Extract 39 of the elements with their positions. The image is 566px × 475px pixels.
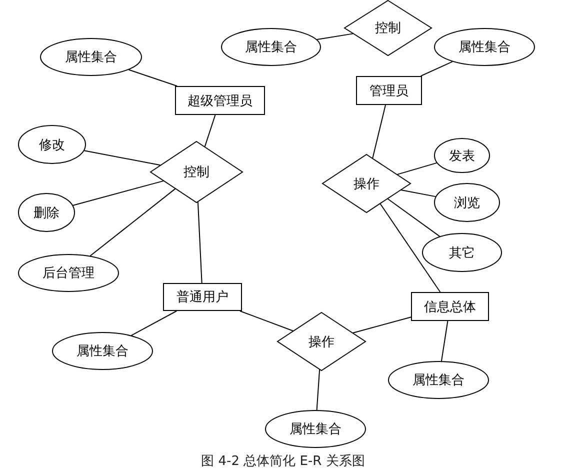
relationship-name: 控制 <box>375 20 401 37</box>
attribute-name: 属性集合 <box>245 39 297 56</box>
entity-name: 普通用户 <box>176 288 228 306</box>
connector-line <box>400 190 436 198</box>
attribute-name: 修改 <box>39 136 65 154</box>
connector-line <box>128 69 178 86</box>
relationship-name: 操作 <box>308 334 334 350</box>
connector-line <box>316 33 354 40</box>
connector-line <box>380 203 441 292</box>
entity-name: 超级管理员 <box>188 92 252 110</box>
entity-name: 信息总体 <box>424 298 476 316</box>
attribute-name: 浏览 <box>454 194 480 212</box>
attribute-name: 后台管理 <box>42 265 94 282</box>
connector-line <box>440 320 448 362</box>
connector-line <box>239 310 294 332</box>
connector-line <box>387 198 440 237</box>
attribute-name: 属性集合 <box>290 421 342 438</box>
attribute-name: 属性集合 <box>412 372 464 389</box>
connector-line <box>396 162 438 175</box>
attribute-name: 发表 <box>449 148 475 164</box>
attribute-name: 属性集合 <box>76 343 128 360</box>
connector-line <box>130 310 178 336</box>
connector-line <box>72 180 164 206</box>
relationship-name: 控制 <box>184 164 210 181</box>
attribute-name: 删除 <box>34 204 60 222</box>
connector-line <box>84 150 161 166</box>
attribute-name: 属性集合 <box>458 39 510 56</box>
connector-line <box>420 61 453 76</box>
attribute-name: 其它 <box>449 244 475 262</box>
connector-line <box>372 104 386 159</box>
connector-line <box>197 202 202 284</box>
attribute-name: 属性集合 <box>65 49 117 66</box>
connector-line <box>204 114 216 148</box>
connector-line <box>316 369 320 410</box>
connector-line <box>352 316 412 334</box>
connector-line <box>90 188 176 256</box>
relationship-name: 操作 <box>354 176 380 192</box>
entity-name: 管理员 <box>370 82 408 100</box>
figure-caption: 图 4-2 总体简化 E-R 关系图 <box>201 454 365 469</box>
